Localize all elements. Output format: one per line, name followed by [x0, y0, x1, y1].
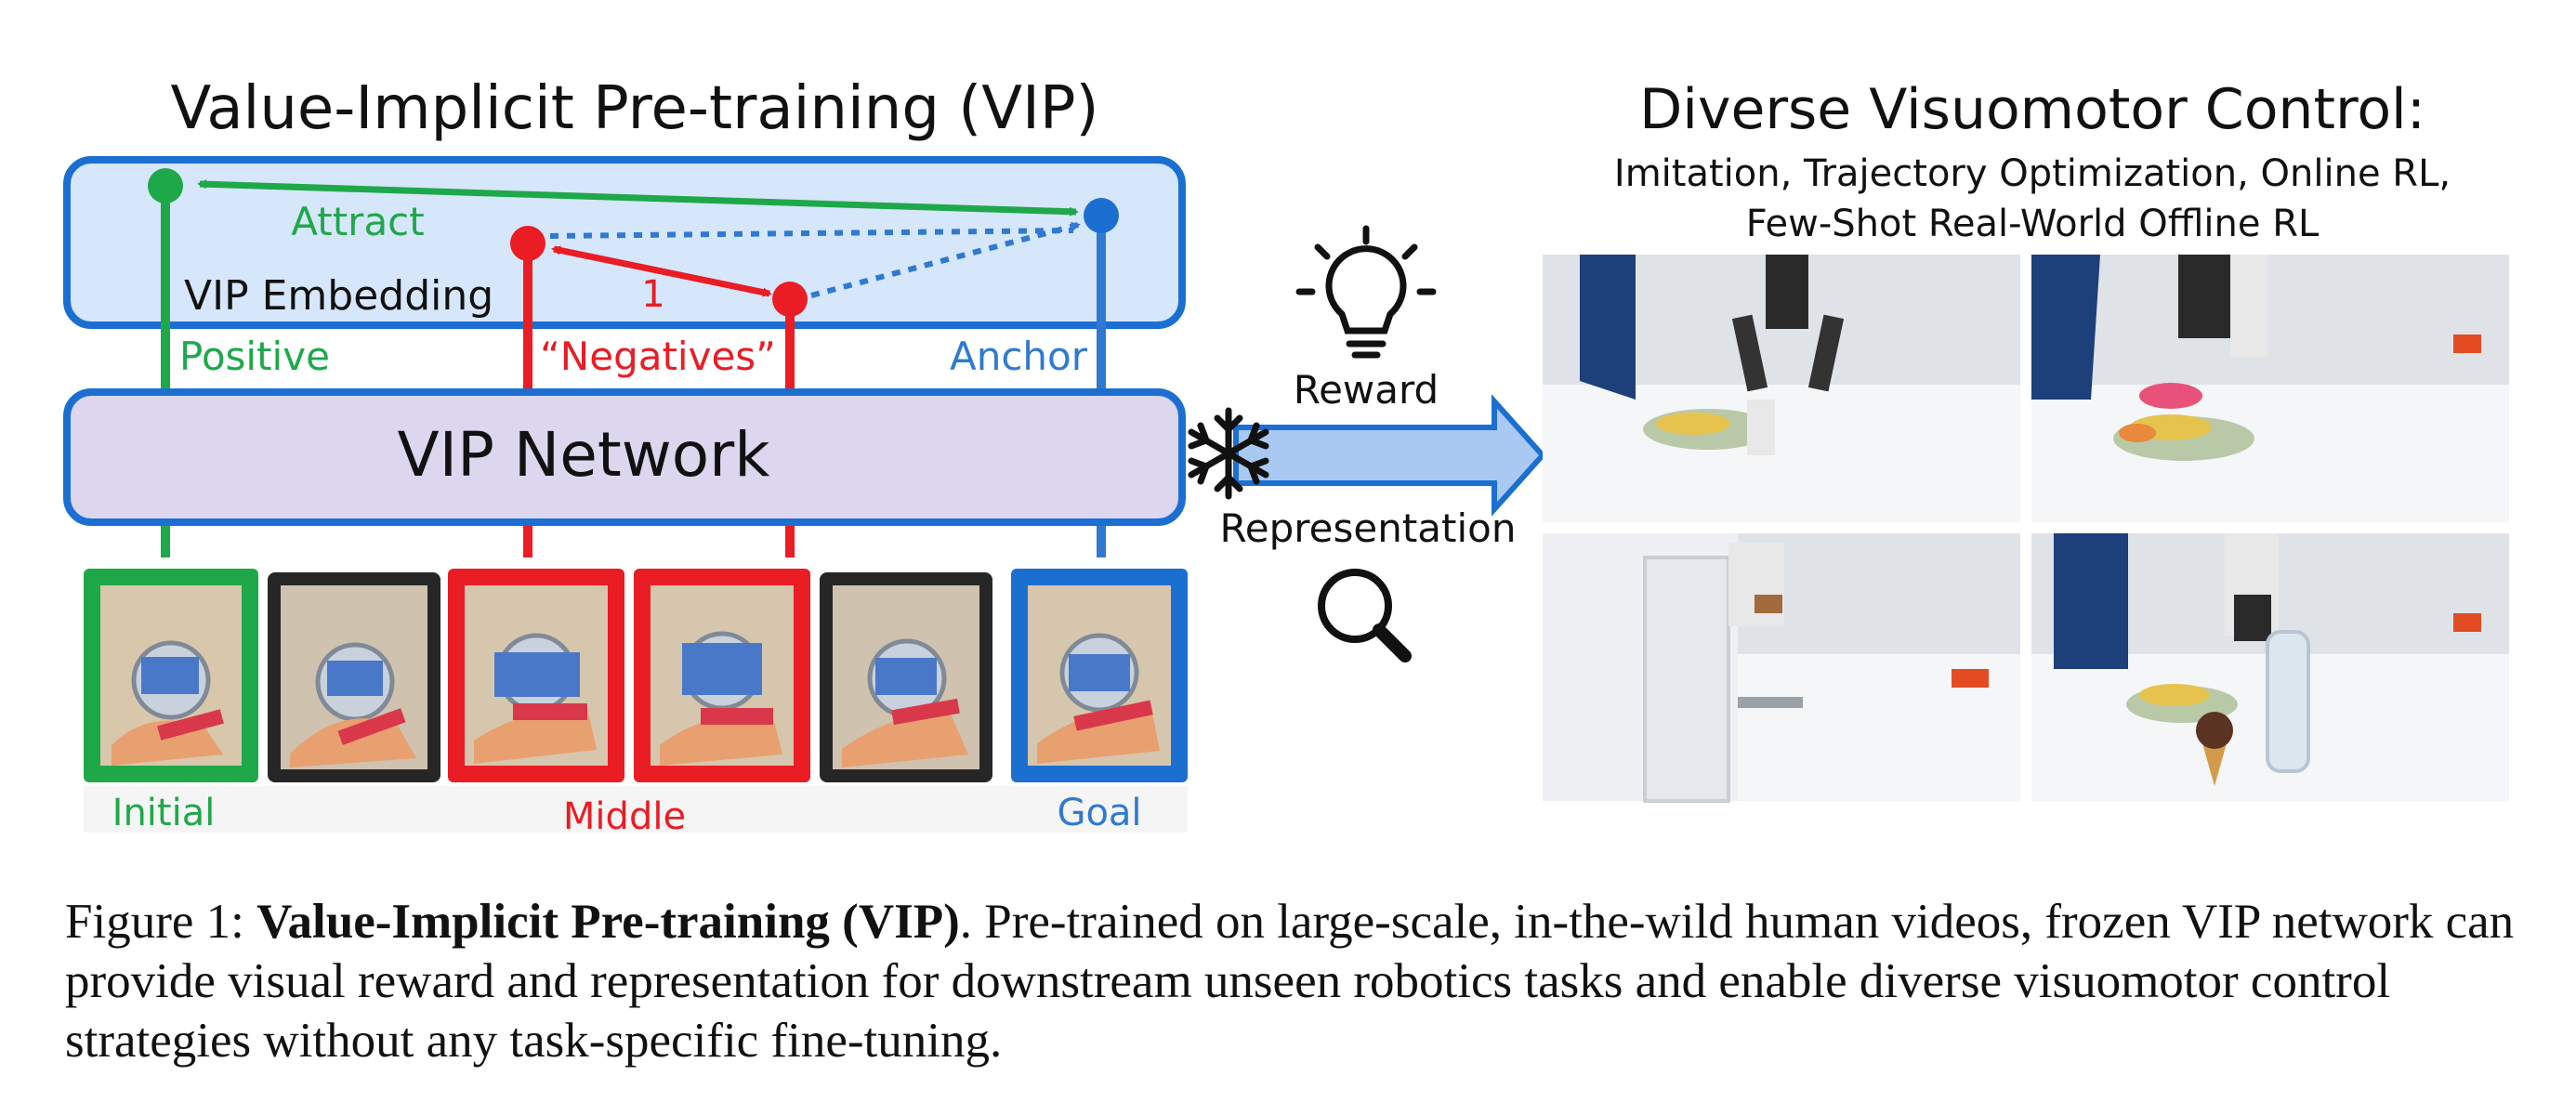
snowflake-icon	[1188, 407, 1269, 500]
vip-network-label: VIP Network	[398, 419, 771, 491]
negative-dotted-line-1	[549, 228, 1074, 239]
right-panel-title: Diverse Visuomotor Control:	[1639, 77, 2425, 142]
robot-photo-3	[1543, 533, 2020, 803]
negatives-label: “Negatives”	[540, 334, 776, 379]
vip-network-box	[63, 388, 1186, 526]
video-frames	[84, 569, 1188, 833]
negative-dotted-line-2	[810, 221, 1081, 298]
figure-caption: Figure 1: Value-Implicit Pre-training (V…	[65, 892, 2518, 1070]
frame-2	[268, 572, 440, 782]
robot-photo-1	[1543, 255, 2020, 522]
anchor-label: Anchor	[950, 334, 1088, 379]
frame-goal	[1011, 569, 1188, 782]
magnifier-icon	[1318, 569, 1412, 662]
frame-middle-2	[634, 569, 810, 782]
anchor-point	[1084, 198, 1119, 233]
negative-point-2	[772, 282, 808, 317]
frame-middle-1	[448, 569, 624, 782]
attract-label: Attract	[291, 199, 425, 244]
middle-label: Middle	[563, 795, 686, 838]
distance-label: 1	[641, 273, 664, 316]
robot-photo-2	[2031, 255, 2509, 522]
caption-text: . Pre-trained on large-scale, in-the-wil…	[65, 895, 2515, 1068]
representation-label: Representation	[1220, 505, 1517, 551]
caption-prefix: Figure 1:	[65, 895, 257, 949]
negative-point-1	[510, 226, 545, 261]
lightbulb-icon	[1295, 225, 1437, 359]
positive-point	[148, 168, 183, 203]
robot-photo-4	[2031, 533, 2509, 801]
attract-arrow	[197, 179, 1079, 216]
initial-label: Initial	[112, 792, 216, 834]
right-panel-subtitle-2: Few-Shot Real-World Offline RL	[1746, 203, 2320, 245]
reward-label: Reward	[1294, 367, 1439, 413]
arrow-right-icon	[1233, 394, 1547, 517]
right-panel-subtitle-1: Imitation, Trajectory Optimization, Onli…	[1614, 152, 2451, 195]
vip-embedding-label: VIP Embedding	[184, 272, 493, 320]
goal-label: Goal	[1057, 792, 1141, 834]
positive-label: Positive	[179, 334, 330, 379]
negatives-distance-arrow	[551, 245, 772, 297]
figure-1-diagram: Value-Implicit Pre-training (VIP) Attrac…	[63, 74, 2509, 838]
frame-5	[820, 572, 992, 782]
frame-initial	[84, 569, 258, 782]
caption-bold-title: Value-Implicit Pre-training (VIP)	[256, 895, 960, 949]
left-panel-title: Value-Implicit Pre-training (VIP)	[171, 74, 1099, 143]
